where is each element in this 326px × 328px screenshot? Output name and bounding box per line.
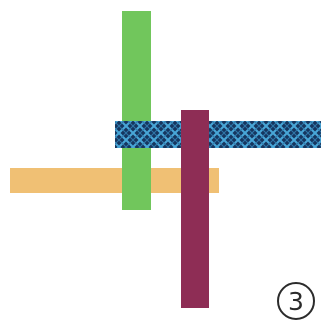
step-number-badge: 3 — [277, 282, 315, 320]
green-strip-top — [122, 11, 151, 125]
navy-patterned-strip — [115, 121, 321, 148]
step-number: 3 — [288, 289, 304, 314]
green-strip-lower-over-yellow — [122, 166, 151, 195]
maroon-strip-lower-over-yellow — [181, 166, 209, 195]
maroon-strip-upper-over-navy — [181, 110, 209, 150]
